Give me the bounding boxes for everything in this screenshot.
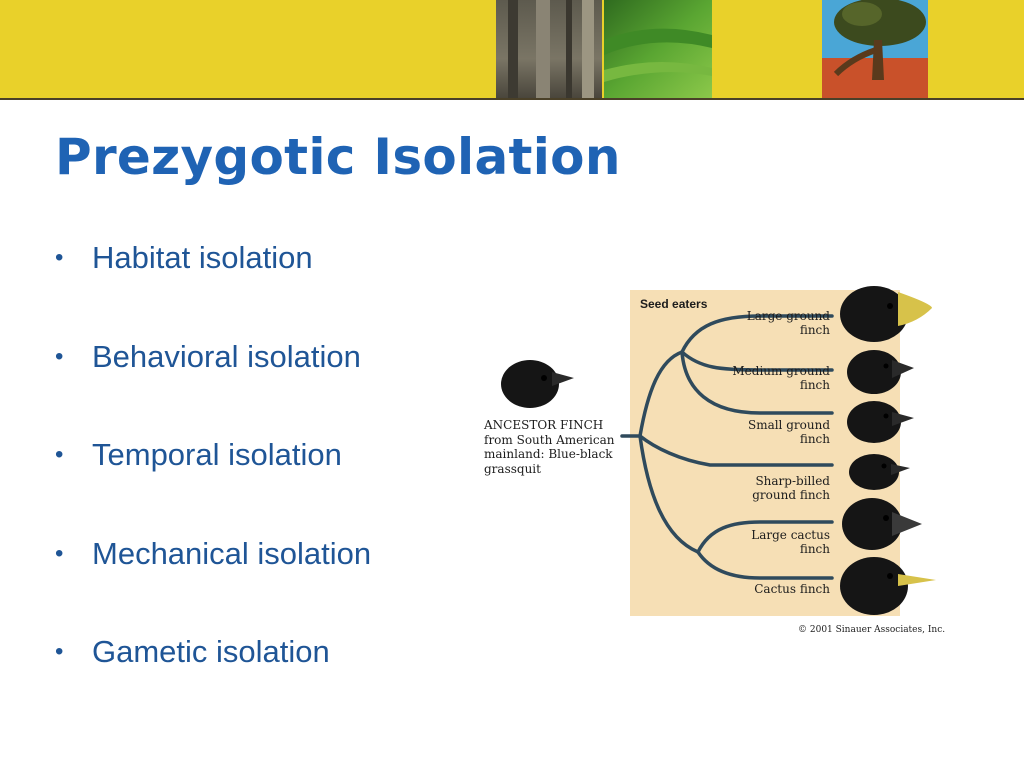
tree-branch bbox=[638, 350, 684, 438]
finch-phylogeny-diagram: Seed eaters ANCESTOR FINCH from South Am… bbox=[470, 280, 950, 642]
diagram-panel bbox=[630, 290, 900, 616]
tree-desert-photo bbox=[822, 0, 928, 98]
species-label: Medium ground finch bbox=[732, 364, 830, 392]
tree-branch bbox=[680, 350, 834, 415]
slide-title: Prezygotic Isolation bbox=[55, 128, 621, 186]
bullet-text: Temporal isolation bbox=[92, 437, 342, 472]
ancestor-line: grassquit bbox=[484, 461, 541, 476]
green-field-photo bbox=[604, 0, 712, 98]
species-label-line: finch bbox=[799, 542, 830, 556]
phylogeny-tree bbox=[501, 286, 936, 615]
tree-branch bbox=[680, 350, 834, 372]
bullet-dot: • bbox=[55, 638, 64, 665]
species-label: Small ground finch bbox=[748, 418, 830, 446]
species-label-line: Large cactus bbox=[751, 528, 830, 542]
species-label: Large cactus finch bbox=[751, 528, 830, 556]
ancestor-finch-icon bbox=[501, 360, 574, 408]
ancestor-line: mainland: Blue-black bbox=[484, 447, 613, 461]
large-cactus-finch-icon bbox=[842, 498, 922, 550]
medium-ground-finch-icon bbox=[847, 350, 914, 394]
ancestor-finch-label: ANCESTOR FINCH from South American mainl… bbox=[484, 418, 634, 476]
bullet-item: • Temporal isolation bbox=[55, 433, 371, 532]
species-label-line: Cactus finch bbox=[754, 582, 830, 596]
bullet-list: • Habitat isolation • Behavioral isolation… bbox=[55, 236, 371, 729]
species-label-line: ground finch bbox=[752, 488, 830, 502]
species-label-line: Large ground bbox=[746, 309, 830, 323]
seed-eaters-label: Seed eaters bbox=[640, 297, 708, 311]
bullet-dot: • bbox=[55, 539, 64, 567]
bullet-item: • Habitat isolation bbox=[55, 236, 371, 335]
species-label: Sharp-billed ground finch bbox=[752, 474, 830, 502]
bullet-text: Habitat isolation bbox=[92, 240, 313, 275]
tree-branch bbox=[638, 434, 834, 467]
bullet-dot: • bbox=[55, 342, 64, 370]
bullet-text: Gametic isolation bbox=[92, 634, 330, 669]
forest-photo bbox=[496, 0, 602, 98]
bullet-text: Behavioral isolation bbox=[92, 338, 361, 374]
bullet-item: • Gametic isolation bbox=[55, 630, 371, 729]
tree-branch bbox=[696, 550, 834, 580]
ancestor-line: from South American bbox=[484, 432, 615, 447]
tree-branch bbox=[638, 434, 700, 554]
bullet-dot: • bbox=[55, 441, 64, 468]
bullet-dot: • bbox=[55, 244, 64, 271]
bullet-item: • Behavioral isolation bbox=[55, 335, 371, 434]
bullet-item: • Mechanical isolation bbox=[55, 532, 371, 631]
species-label-line: Medium ground bbox=[732, 364, 830, 378]
bullet-text: Mechanical isolation bbox=[92, 535, 372, 571]
large-ground-finch-icon bbox=[840, 286, 932, 342]
sharp-billed-ground-finch-icon bbox=[849, 454, 910, 490]
species-label-line: Sharp-billed bbox=[755, 474, 830, 488]
tree-branch bbox=[680, 314, 834, 354]
cactus-finch-icon bbox=[840, 557, 936, 615]
species-label-line: Small ground bbox=[747, 418, 830, 432]
species-label: Cactus finch bbox=[754, 582, 830, 596]
species-label-line: finch bbox=[799, 323, 830, 337]
species-label: Large ground finch bbox=[747, 309, 830, 337]
copyright-notice: © 2001 Sinauer Associates, Inc. bbox=[798, 625, 946, 635]
species-label-line: finch bbox=[799, 378, 830, 392]
tree-branch bbox=[696, 520, 834, 554]
banner-divider bbox=[0, 98, 1024, 100]
species-label-line: finch bbox=[799, 432, 830, 446]
small-ground-finch-icon bbox=[847, 401, 914, 443]
ancestor-line: ANCESTOR FINCH bbox=[484, 418, 604, 432]
